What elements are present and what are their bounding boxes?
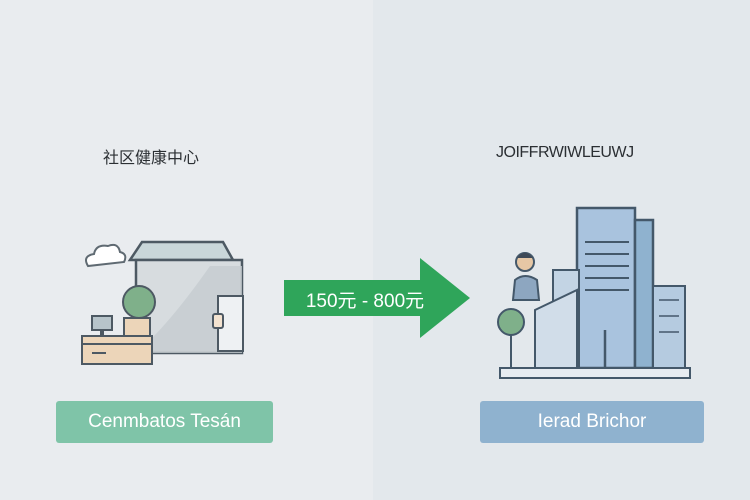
tree-icon <box>122 285 156 319</box>
left-badge: Cenmbatos Tesán <box>56 401 273 443</box>
arrow-icon <box>284 258 470 338</box>
right-title: JOIFFRWIWLEUWJ <box>496 144 634 161</box>
left-title: 社区健康中心 <box>103 148 200 167</box>
cloud-icon <box>85 243 127 268</box>
price-range-label: 150元 - 800元 <box>305 291 425 312</box>
desk-icon <box>81 317 153 365</box>
clinic-building-icon <box>127 240 244 355</box>
clinic-illustration <box>81 240 244 365</box>
tree-icon <box>497 308 525 368</box>
right-badge: Ierad Brichor <box>480 401 704 443</box>
computer-icon <box>91 315 113 335</box>
person-icon <box>511 252 541 301</box>
hospital-illustration <box>497 206 691 379</box>
office-tower-icon <box>534 206 686 370</box>
